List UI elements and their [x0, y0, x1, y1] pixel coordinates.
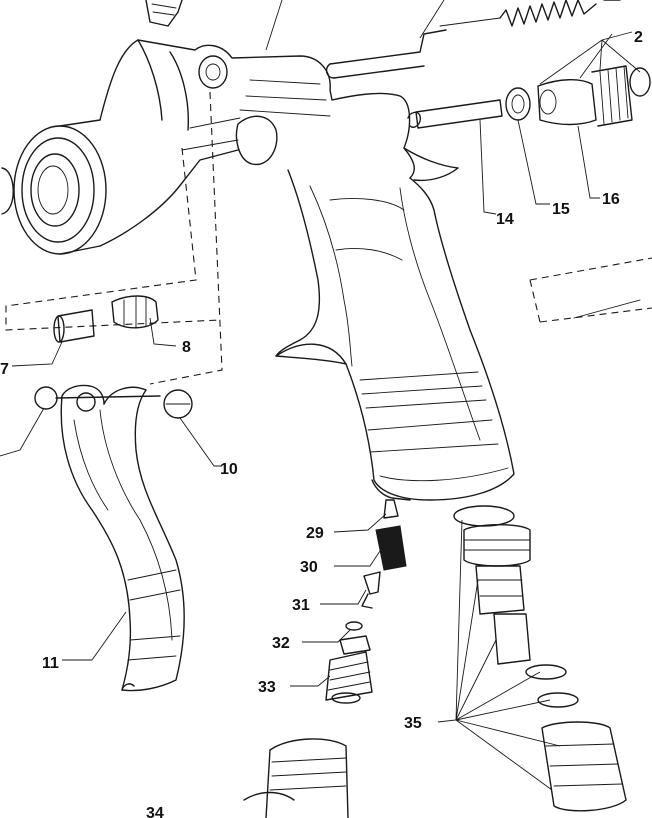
label-31: 31 — [292, 597, 310, 614]
leader-lines — [0, 0, 641, 791]
label-35: 35 — [404, 715, 422, 732]
part-number-labels: 2 14 15 16 7 8 10 11 29 30 31 32 33 34 3… — [0, 29, 643, 818]
label-7: 7 — [0, 361, 9, 378]
label-29: 29 — [306, 525, 324, 542]
label-15: 15 — [552, 201, 570, 218]
label-14: 14 — [496, 211, 514, 228]
gun-body — [99, 39, 515, 501]
air-inlet-parts — [453, 505, 627, 812]
air-valve-parts — [325, 499, 407, 704]
top-part-fragment — [145, 0, 183, 27]
needle-assembly — [325, 0, 621, 129]
assembly-guides — [5, 91, 652, 385]
label-33: 33 — [258, 679, 276, 696]
label-2: 2 — [634, 29, 643, 46]
bottom-fitting — [243, 738, 349, 818]
label-10: 10 — [220, 461, 238, 478]
label-8: 8 — [182, 339, 191, 356]
label-16: 16 — [602, 191, 620, 208]
packing-parts — [505, 65, 651, 127]
label-34: 34 — [146, 805, 164, 818]
trigger-pin — [34, 386, 193, 419]
label-30: 30 — [300, 559, 318, 576]
trigger — [60, 384, 185, 692]
parts-7-8 — [53, 295, 159, 343]
label-32: 32 — [272, 635, 290, 652]
label-11: 11 — [42, 655, 59, 672]
air-cap-ring — [1, 119, 107, 255]
